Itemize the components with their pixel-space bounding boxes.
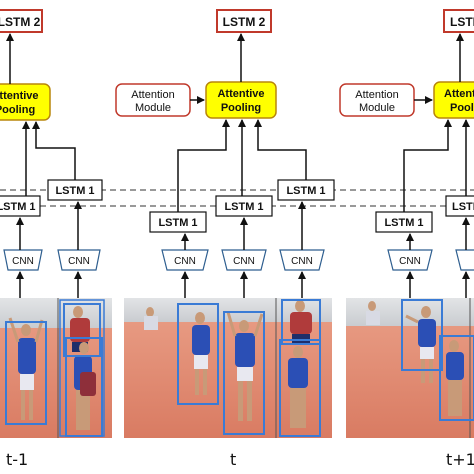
cnn-trapezoid-t-b: [221, 249, 267, 271]
lstm2-box-t: [216, 9, 272, 33]
cnn-trapezoid-t-a: [161, 249, 209, 271]
attention-module-line1-t-plus-1: Attention: [355, 89, 398, 101]
lstm1-box-t-minus-1-a: [0, 195, 41, 217]
lstm1-label-t-plus-1-b: LSTM 1: [452, 201, 474, 213]
attentive-pooling-line1-t: Attentive: [217, 88, 264, 100]
lstm1-label-t-plus-1-a: LSTM 1: [384, 217, 423, 229]
lstm1-label-t-b: LSTM 1: [224, 201, 263, 213]
cnn-label-t-b: CNN: [233, 256, 255, 267]
cnn-label-t-a: CNN: [174, 256, 196, 267]
lstm1-label-t-a: LSTM 1: [158, 217, 197, 229]
attentive-pooling-line1-t-plus-1: Attentive: [444, 88, 474, 100]
attentive-pooling-line2-t-plus-1: Pooling: [450, 102, 474, 114]
attention-module-line2-t: Module: [135, 102, 171, 114]
cnn-label-t-minus-1-b: CNN: [68, 256, 90, 267]
attentive-pooling-line2-t: Pooling: [221, 102, 261, 114]
time-label-t: t: [230, 450, 236, 469]
panel-t-plus-1: LSTM 2 Attention Module Attentive Poolin…: [339, 9, 474, 469]
lstm2-label-t-plus-1: LSTM 2: [450, 15, 474, 29]
time-label-t-plus-1: t+1: [446, 450, 474, 469]
attentive-pooling-box-t-minus-1: [0, 83, 51, 121]
bbox-t-minus-1-a: [5, 321, 47, 425]
lstm1-box-t-b: [215, 195, 273, 217]
volleyball-image-t: [124, 298, 332, 438]
bbox-t-minus-1-d: [59, 299, 105, 437]
lstm2-label-t-minus-1: LSTM 2: [0, 15, 41, 29]
volleyball-image-t-minus-1: [0, 298, 112, 438]
cnn-label-t-plus-1-a: CNN: [399, 256, 421, 267]
bbox-t-c: [281, 299, 321, 345]
time-label-t-minus-1: t-1: [6, 450, 28, 469]
attention-module-line1-t: Attention: [131, 89, 174, 101]
panel-t-minus-1: LSTM 2 Attentive Pooling LSTM 1 LSTM 1 C…: [0, 9, 112, 469]
lstm1-box-t-plus-1-b: [445, 195, 474, 217]
cnn-label-t-minus-1-a: CNN: [12, 256, 34, 267]
volleyball-image-t-plus-1: [346, 298, 474, 438]
bbox-t-d: [279, 339, 321, 437]
bbox-t-b: [223, 311, 265, 435]
cnn-trapezoid-t-c: [279, 249, 325, 271]
attentive-pooling-box-t-plus-1: [433, 81, 474, 119]
bbox-t-minus-1-b: [63, 303, 101, 357]
cnn-trapezoid-t-minus-1-a: [3, 249, 43, 271]
attention-module-line2-t-plus-1: Module: [359, 102, 395, 114]
cnn-trapezoid-t-plus-1-a: [387, 249, 433, 271]
lstm2-box-t-plus-1: [443, 9, 474, 33]
lstm1-label-t-minus-1-b: LSTM 1: [55, 185, 94, 197]
attentive-pooling-line2-t-minus-1: Pooling: [0, 104, 35, 116]
panel-t: LSTM 2 Attention Module Attentive Poolin…: [115, 9, 335, 469]
bbox-t-a: [177, 303, 219, 405]
cnn-label-t-c: CNN: [291, 256, 313, 267]
attentive-pooling-line1-t-minus-1: Attentive: [0, 90, 39, 102]
lstm2-box-t-minus-1: [0, 9, 43, 33]
cnn-trapezoid-t-minus-1-b: [57, 249, 101, 271]
bbox-t-plus-1-b: [439, 335, 474, 421]
lstm1-label-t-c: LSTM 1: [286, 185, 325, 197]
lstm2-label-t: LSTM 2: [223, 15, 266, 29]
cnn-trapezoid-t-plus-1-b: [455, 249, 474, 271]
lstm1-label-t-minus-1-a: LSTM 1: [0, 201, 36, 213]
